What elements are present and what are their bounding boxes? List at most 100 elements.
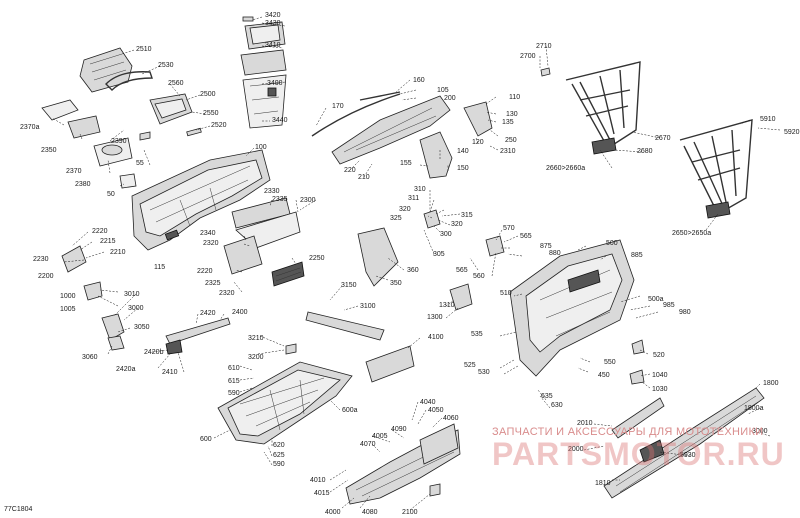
plug-small-part (139, 131, 151, 141)
label-880: 880 (549, 250, 561, 257)
left-small-parts (61, 245, 125, 351)
bin-ribs-part (249, 82, 281, 115)
label-5910: 5910 (760, 116, 776, 123)
label-150: 150 (457, 165, 469, 172)
label-635: 635 (541, 393, 553, 400)
plate-1300-part (449, 283, 473, 311)
label-875: 875 (540, 243, 552, 250)
vent-part (67, 115, 101, 139)
leaders-box (251, 16, 287, 122)
label-2220-a: 2220 (92, 228, 108, 235)
cup-holder-trim-part (41, 99, 79, 121)
label-2390: 2390 (111, 138, 127, 145)
label-3010: 3010 (124, 291, 140, 298)
bracket-3000-part (101, 313, 125, 341)
label-2710: 2710 (536, 43, 552, 50)
label-1800: 1800 (763, 380, 779, 387)
diagram-code: 77C1804 (4, 506, 33, 513)
leaders-lower-right (583, 383, 771, 481)
label-565-a: 565 (520, 233, 532, 240)
label-2200: 2200 (38, 273, 54, 280)
watermark-logo: PARTSMOTOR.RU (492, 436, 785, 472)
clip-1030-part (629, 369, 645, 385)
label-325: 325 (390, 215, 402, 222)
rollcage-assembly (540, 61, 753, 219)
cable-170-part (311, 93, 401, 137)
label-2700: 2700 (520, 53, 536, 60)
leaders-brackets (97, 289, 139, 355)
tray-inner-part (154, 98, 187, 119)
leaders-tub-bottom (499, 295, 659, 409)
dashboard-assembly (131, 149, 305, 287)
label-2510: 2510 (136, 46, 152, 53)
lower-right-rails (603, 387, 765, 499)
label-115: 115 (154, 264, 166, 271)
label-3050: 3050 (134, 324, 150, 331)
label-2330: 2330 (264, 188, 280, 195)
clip-part (242, 16, 254, 22)
label-525: 525 (464, 362, 476, 369)
grille-part (271, 261, 305, 287)
label-2560: 2560 (168, 80, 184, 87)
label-3400: 3400 (267, 80, 283, 87)
rail-1800-detail (615, 395, 759, 493)
label-570: 570 (503, 225, 515, 232)
label-550: 550 (604, 359, 616, 366)
leaders-floor (213, 285, 421, 466)
label-120: 120 (472, 139, 484, 146)
label-620: 620 (273, 442, 285, 449)
center-middle-parts (357, 209, 505, 311)
label-1000: 1000 (60, 293, 76, 300)
bracket-3050-part (107, 335, 125, 351)
frame-2660-outer (565, 61, 641, 149)
label-530: 530 (478, 369, 490, 376)
label-500a: 500a (648, 296, 664, 303)
lower-center-parts (345, 423, 461, 505)
label-50: 50 (107, 191, 115, 198)
box-seal-inner-part (249, 24, 281, 45)
bracket-155-part (419, 131, 453, 179)
label-615: 615 (228, 378, 240, 385)
label-135: 135 (502, 119, 514, 126)
clamp-2710-part (540, 67, 551, 77)
label-1005: 1005 (60, 306, 76, 313)
label-3440: 3440 (272, 117, 288, 124)
firewall-bracket-detail (343, 107, 437, 153)
leaders-console (121, 49, 211, 131)
switch-panel-part (61, 245, 87, 273)
label-4040: 4040 (420, 399, 436, 406)
label-2660: 2660>2660a (546, 165, 586, 172)
label-3100: 3100 (360, 303, 376, 310)
rear-tub-assembly (509, 239, 645, 385)
label-320-b: 320 (451, 221, 463, 228)
label-160: 160 (413, 77, 425, 84)
label-2310: 2310 (500, 148, 516, 155)
label-315: 315 (461, 212, 473, 219)
label-4000: 4000 (325, 509, 341, 516)
leaders-frames (539, 45, 781, 231)
label-510: 510 (500, 290, 512, 297)
label-5920: 5920 (784, 129, 800, 136)
label-985: 985 (663, 302, 675, 309)
label-1030: 1030 (652, 386, 668, 393)
label-2230: 2230 (33, 256, 49, 263)
label-2680: 2680 (637, 148, 653, 155)
frame-2660-mount (591, 137, 617, 155)
leaders-lower-center (329, 401, 443, 511)
label-1800a: 1800a (744, 405, 764, 412)
frame-2650-bars (691, 129, 741, 209)
label-565-b: 565 (456, 267, 468, 274)
label-170: 170 (332, 103, 344, 110)
center-upper-parts (311, 91, 493, 179)
label-2370a: 2370a (20, 124, 40, 131)
firewall-bracket-part (331, 95, 451, 165)
frame-2660-bars (579, 69, 631, 141)
label-560: 560 (473, 273, 485, 280)
label-625: 625 (273, 452, 285, 459)
label-4090: 4090 (391, 426, 407, 433)
label-305: 305 (433, 251, 445, 258)
label-4005: 4005 (372, 433, 388, 440)
storage-box-assembly (240, 16, 287, 129)
bracket-1000-part (83, 281, 103, 301)
